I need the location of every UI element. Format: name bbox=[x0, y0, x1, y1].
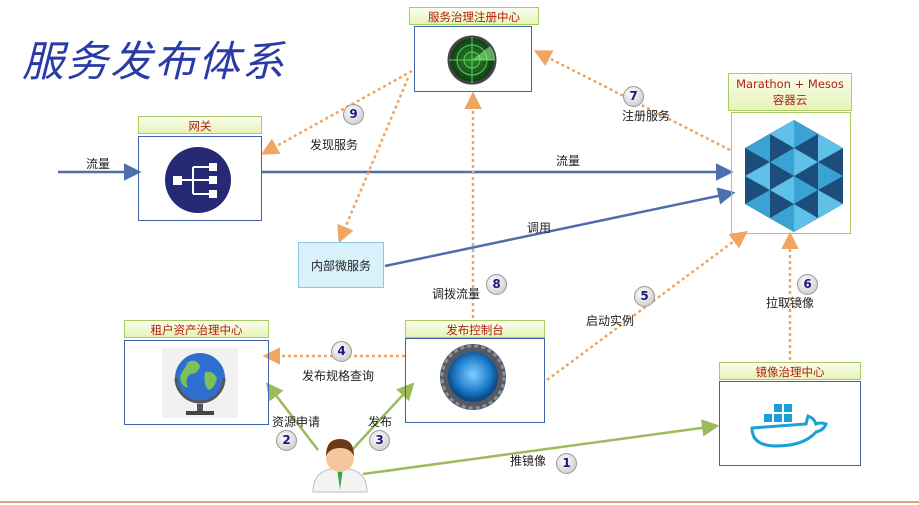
globe-icon bbox=[162, 348, 238, 418]
label-register: 注册服务 bbox=[622, 109, 671, 123]
step-badge-2: 2 bbox=[276, 430, 297, 451]
label-apply: 资源申请 bbox=[272, 415, 321, 429]
step-badge-7: 7 bbox=[623, 86, 644, 107]
gateway-icon bbox=[165, 147, 231, 213]
publish-arrow bbox=[351, 382, 415, 451]
marathon-hexagon-icon bbox=[745, 120, 843, 232]
gateway-header: 网关 bbox=[138, 116, 262, 134]
page-title: 服务发布体系 bbox=[22, 37, 287, 86]
discover-internal-arrow bbox=[337, 77, 410, 244]
label-shift-traffic: 调拨流量 bbox=[432, 287, 481, 301]
image-center-box bbox=[719, 381, 861, 466]
docker-whale-icon bbox=[750, 404, 828, 448]
label-discover: 发现服务 bbox=[310, 138, 359, 152]
label-push-image: 推镜像 bbox=[510, 454, 547, 468]
start-instance-arrow bbox=[546, 230, 748, 382]
step-badge-3: 3 bbox=[369, 430, 390, 451]
step-badge-9: 9 bbox=[343, 104, 364, 125]
label-traffic-in: 流量 bbox=[86, 157, 111, 171]
call-arrow bbox=[384, 187, 736, 268]
internal-service-box: 内部微服务 bbox=[298, 242, 384, 288]
step-badge-8: 8 bbox=[486, 274, 507, 295]
step-badge-4: 4 bbox=[331, 341, 352, 362]
label-pull-image: 拉取镜像 bbox=[766, 296, 815, 310]
discover-arrow bbox=[260, 69, 413, 155]
step-badge-6: 6 bbox=[797, 274, 818, 295]
image-center-header: 镜像治理中心 bbox=[719, 362, 861, 380]
gateway-box bbox=[138, 136, 262, 221]
registry-box bbox=[414, 26, 532, 92]
console-header: 发布控制台 bbox=[405, 320, 545, 338]
tenant-box bbox=[124, 340, 269, 425]
tenant-header: 租户资产治理中心 bbox=[124, 320, 269, 338]
console-box bbox=[405, 338, 545, 423]
apply-arrow bbox=[265, 382, 319, 451]
label-spec-query: 发布规格查询 bbox=[302, 369, 375, 383]
marathon-box bbox=[731, 112, 851, 234]
registry-header: 服务治理注册中心 bbox=[409, 7, 539, 25]
step-badge-5: 5 bbox=[634, 286, 655, 307]
radar-icon bbox=[447, 35, 497, 85]
label-traffic-out: 流量 bbox=[556, 154, 581, 168]
label-call: 调用 bbox=[527, 221, 552, 235]
user-avatar-icon bbox=[312, 439, 368, 493]
label-start-instance: 启动实例 bbox=[586, 314, 635, 328]
step-badge-1: 1 bbox=[556, 453, 577, 474]
push-image-arrow bbox=[362, 419, 720, 476]
marathon-header: Marathon + Mesos 容器云 bbox=[728, 73, 852, 111]
label-publish: 发布 bbox=[368, 415, 393, 429]
console-portal-icon bbox=[440, 344, 506, 410]
